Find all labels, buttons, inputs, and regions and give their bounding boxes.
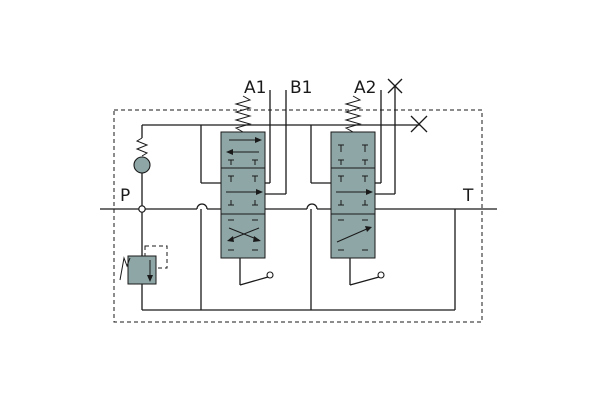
tank-return-line (142, 209, 456, 311)
spring-icon (234, 95, 252, 133)
x-mark-icon (387, 78, 403, 94)
spring-icon (344, 95, 362, 133)
check-valve-icon (133, 137, 151, 256)
port-label-t: T (462, 186, 474, 206)
port-label-b1: B1 (290, 78, 312, 98)
relief-valve-icon (119, 245, 168, 310)
port-label-a1: A1 (244, 78, 266, 98)
main-line (100, 203, 497, 210)
directional-valve-1 (220, 90, 287, 286)
upper-lines (141, 124, 420, 184)
port-label-p: P (120, 186, 130, 206)
enclosure-boundary (113, 109, 483, 323)
x-mark-icon (410, 115, 428, 133)
junction-dot (138, 205, 146, 213)
hand-lever-icon (349, 258, 385, 286)
hand-lever-icon (239, 258, 274, 286)
directional-valve-2 (330, 87, 396, 286)
port-label-a2: A2 (354, 78, 376, 98)
